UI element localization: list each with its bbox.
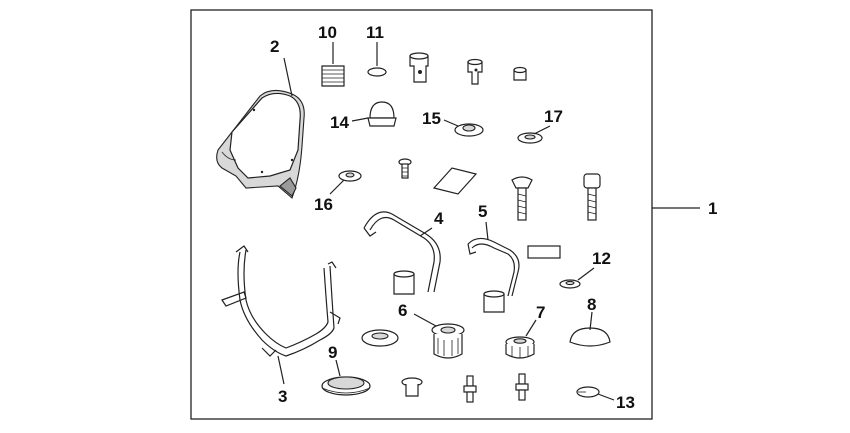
part-15 (443, 119, 484, 137)
collar-small (513, 66, 527, 81)
rubber-strip (527, 245, 561, 259)
callout-3: 3 (278, 387, 287, 406)
bottom-collar (401, 377, 423, 397)
callout-15: 15 (422, 109, 441, 128)
flat-bolt (511, 176, 533, 221)
part-9 (321, 359, 371, 396)
adhesive-pad (432, 167, 478, 195)
part-12 (559, 267, 595, 289)
part-11 (367, 42, 387, 77)
part-16 (329, 170, 362, 195)
part-14 (351, 101, 397, 127)
stud-right (515, 373, 529, 401)
callout-13: 13 (616, 393, 635, 412)
collar-medium (467, 58, 483, 85)
part-4 (363, 211, 441, 295)
flat-grommet (361, 329, 399, 347)
callout-17: 17 (544, 107, 563, 126)
part-8 (569, 311, 611, 347)
callout-6: 6 (398, 301, 407, 320)
windscreen-part (216, 57, 305, 199)
part-17 (517, 125, 551, 144)
callout-4: 4 (434, 209, 444, 228)
collar-large (409, 52, 429, 83)
callout-12: 12 (592, 249, 611, 268)
callout-14: 14 (330, 113, 349, 132)
callout-2: 2 (270, 37, 279, 56)
part-7 (505, 319, 537, 359)
part-10 (321, 42, 345, 87)
callout-8: 8 (587, 295, 596, 314)
part-13 (576, 386, 615, 401)
callout-11: 11 (366, 23, 384, 42)
part-5 (467, 221, 520, 313)
callout-16: 16 (314, 195, 333, 214)
callout-5: 5 (478, 202, 487, 221)
stud-left (463, 375, 477, 403)
part-6 (413, 313, 465, 359)
callout-9: 9 (328, 343, 337, 362)
stay-frame-part (221, 245, 341, 385)
small-screw (398, 158, 412, 179)
diagram-frame (190, 9, 653, 420)
callout-10: 10 (318, 23, 337, 42)
callout-1: 1 (708, 199, 717, 218)
callout-7: 7 (536, 303, 545, 322)
hex-bolt (583, 173, 601, 221)
